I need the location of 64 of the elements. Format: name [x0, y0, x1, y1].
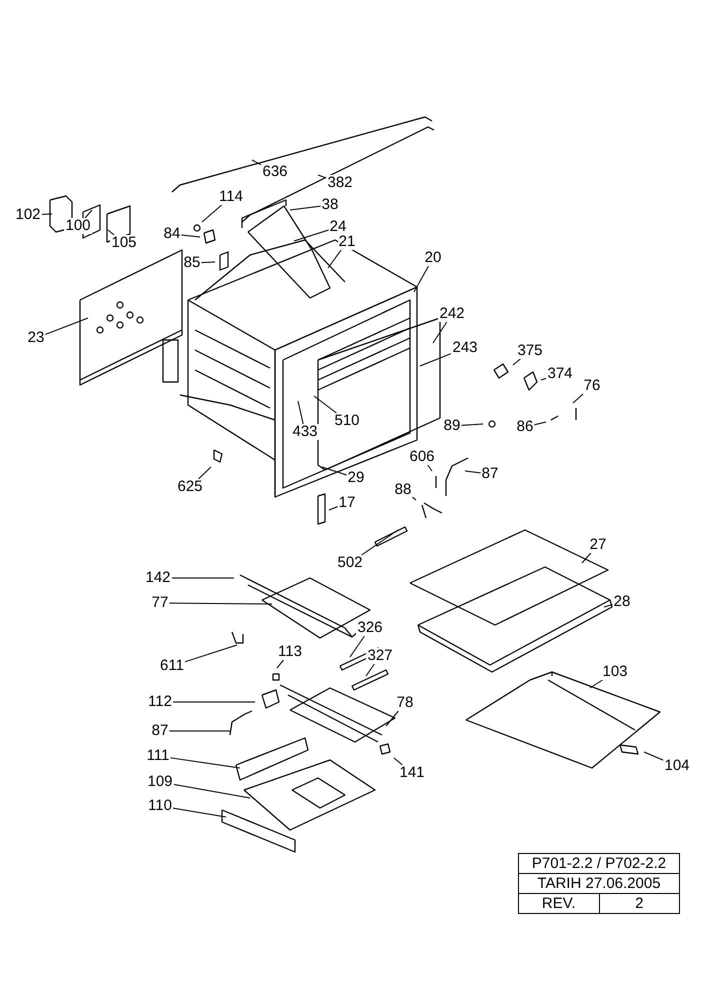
- leader-line: [644, 752, 664, 761]
- leader-line: [464, 470, 482, 474]
- table-cell: 2: [598, 894, 679, 913]
- leader-line: [173, 784, 250, 798]
- callout-number: 243: [451, 340, 479, 356]
- leader-line: [512, 358, 521, 366]
- leader-line: [202, 204, 222, 222]
- leader-line: [328, 250, 342, 268]
- table-cell-text: REV.: [540, 894, 577, 913]
- leader-line: [180, 234, 200, 238]
- leader-line: [322, 466, 348, 476]
- callout-number: 375: [516, 343, 544, 359]
- leader-line: [540, 378, 547, 380]
- callout-number: 21: [338, 234, 356, 250]
- leader-line: [168, 730, 230, 732]
- leader-line: [604, 604, 614, 608]
- callout-number: 242: [438, 306, 466, 322]
- leader-line: [252, 160, 262, 166]
- leader-line: [314, 396, 337, 414]
- leader-line: [582, 552, 592, 564]
- leader-line: [534, 422, 546, 426]
- callout-number: 433: [291, 424, 319, 440]
- callout-number: 103: [601, 664, 629, 680]
- leader-line: [294, 229, 330, 242]
- leader-line: [276, 660, 284, 668]
- table-cell-text: P701-2.2 / P702-2.2: [530, 854, 668, 873]
- leader-line: [427, 464, 432, 472]
- leader-line: [590, 680, 603, 688]
- callout-number: 78: [396, 695, 414, 711]
- leader-line: [328, 506, 338, 510]
- leader-line: [572, 394, 584, 404]
- leader-line: [108, 230, 115, 236]
- callout-number: 326: [356, 620, 384, 636]
- leader-line: [432, 322, 448, 344]
- callout-number: 20: [424, 250, 442, 266]
- callout-number: 606: [408, 449, 436, 465]
- leader-line: [318, 174, 327, 179]
- leader-line: [414, 266, 430, 292]
- table-cell-text: TARIH 27.06.2005: [536, 874, 662, 893]
- leader-line: [198, 466, 212, 480]
- leader-line: [366, 664, 375, 676]
- leader-line: [84, 210, 92, 218]
- leader-line: [168, 602, 272, 604]
- leader-line: [200, 262, 216, 264]
- leader-line: [394, 758, 403, 766]
- callout-number: 100: [64, 218, 92, 234]
- leader-line: [412, 496, 416, 500]
- leader-line: [44, 318, 88, 335]
- callout-number: 27: [588, 537, 608, 553]
- leader-line: [184, 644, 238, 662]
- callout-number: 113: [277, 644, 303, 660]
- leader-line: [172, 808, 226, 818]
- leader-line: [290, 206, 322, 210]
- callout-number: 114: [218, 189, 244, 205]
- leader-line: [386, 710, 399, 726]
- leader-line: [361, 530, 398, 556]
- leader-line: [350, 636, 365, 658]
- callout-number: 374: [546, 366, 574, 382]
- leader-line: [298, 400, 304, 424]
- callout-number: 327: [366, 648, 394, 664]
- leader-line: [170, 757, 240, 768]
- leader-line: [460, 424, 484, 426]
- leader-line: [420, 352, 452, 366]
- leader-line: [41, 214, 52, 215]
